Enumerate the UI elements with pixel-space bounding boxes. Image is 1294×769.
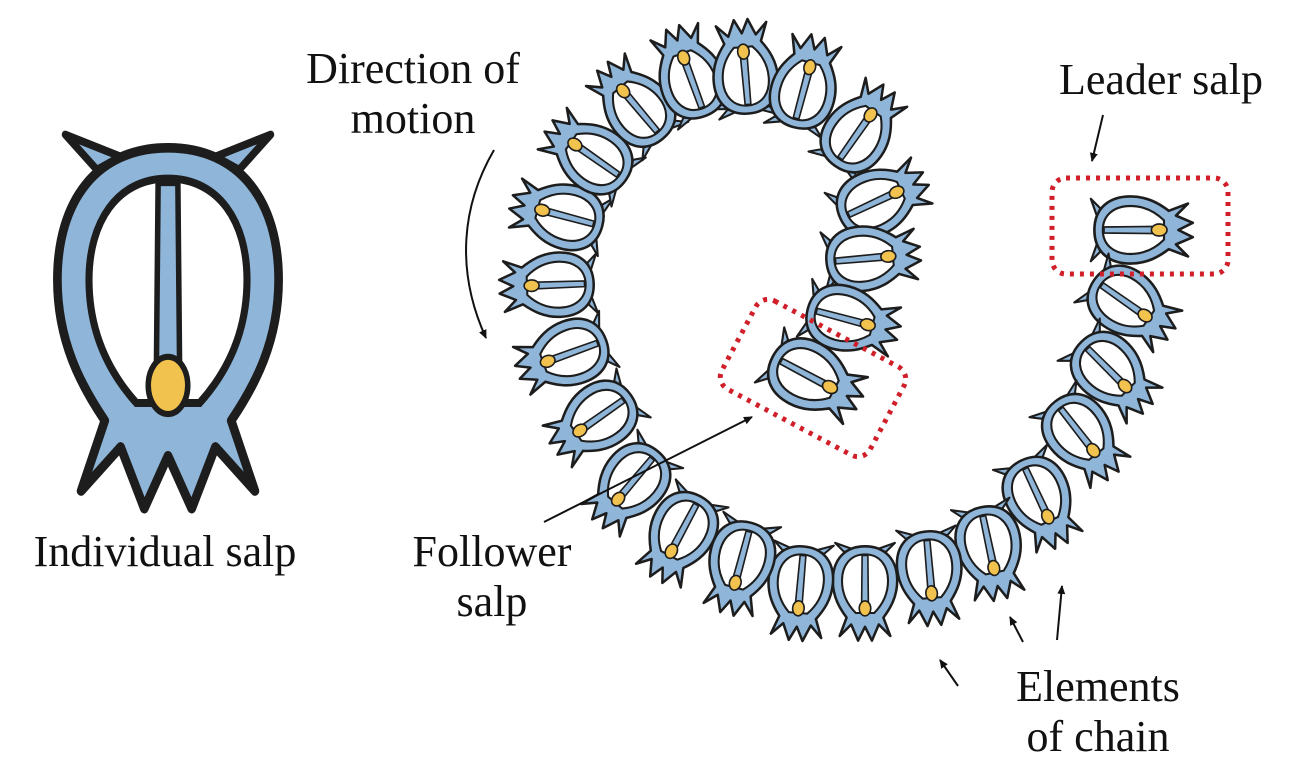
direction-arrow-icon bbox=[465, 149, 495, 339]
direction-of-motion-line1: Direction of bbox=[306, 44, 520, 93]
leader-salp-box bbox=[1049, 175, 1231, 277]
individual-salp-label: Individual salp bbox=[33, 527, 297, 576]
chain-salp-icon bbox=[1089, 195, 1195, 265]
chain-salp-icon bbox=[497, 249, 600, 321]
follower-salp-line1: Follower bbox=[412, 527, 572, 576]
chain-arrow-icon bbox=[1056, 585, 1066, 641]
elements-of-chain-line2: of chain bbox=[1026, 712, 1170, 761]
chain-salp-icon bbox=[831, 541, 899, 642]
salp-chain bbox=[497, 15, 1195, 645]
chain-salp-icon bbox=[818, 220, 925, 296]
chain-arrow-icon bbox=[1009, 616, 1024, 643]
elements-of-chain-label: Elements of chain bbox=[994, 662, 1202, 762]
individual-salp-icon bbox=[57, 135, 278, 509]
leader-salp-label: Leader salp bbox=[1059, 55, 1263, 104]
direction-of-motion-line2: motion bbox=[350, 94, 476, 143]
follower-pointer-arrow-icon bbox=[543, 416, 753, 523]
follower-salp-line2: salp bbox=[456, 577, 528, 626]
direction-of-motion-label: Direction of motion bbox=[268, 44, 558, 144]
chain-arrow-icon bbox=[939, 659, 959, 687]
elements-of-chain-line1: Elements bbox=[1016, 662, 1180, 711]
follower-salp-label: Follower salp bbox=[382, 527, 602, 627]
leader-pointer-arrow-icon bbox=[1089, 114, 1104, 162]
